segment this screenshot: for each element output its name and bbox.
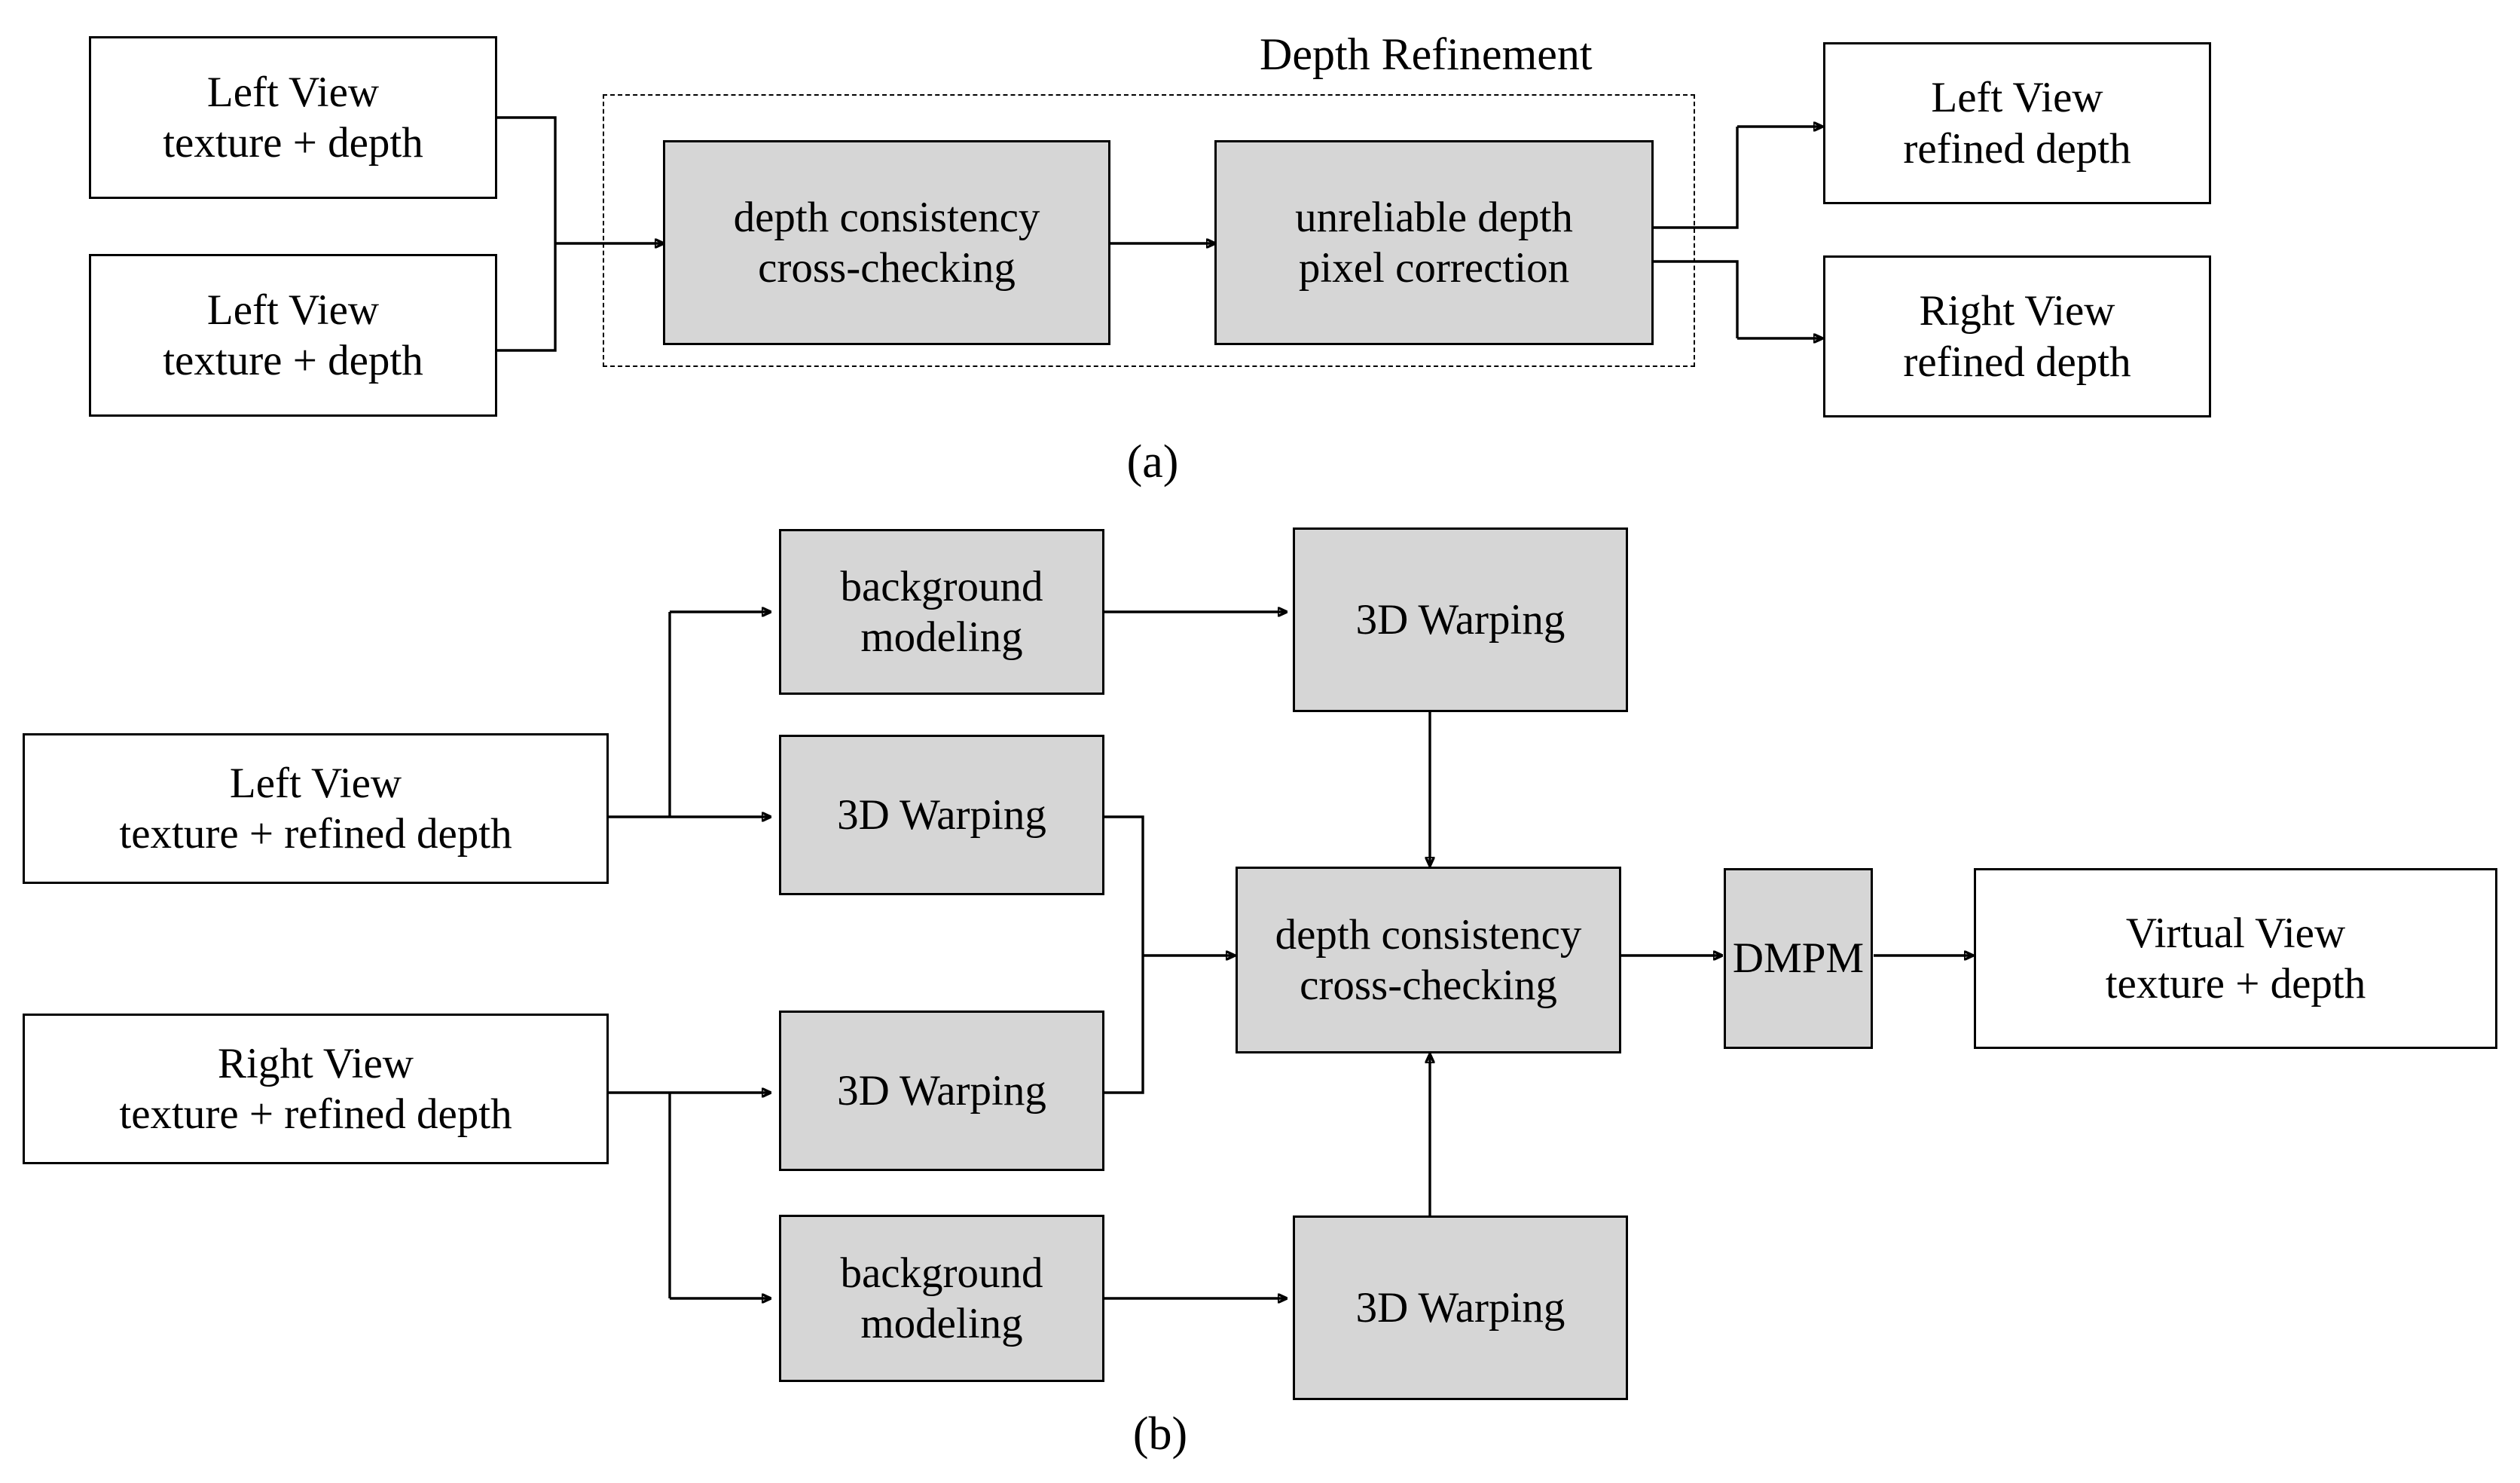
panel-b-output-1-line-1: Virtual View [2125, 909, 2346, 957]
depth-refinement-group-label: Depth Refinement [1260, 29, 1593, 79]
panel-a-process-depth-consistency-cross-checking: depth consistency cross-checking [663, 140, 1110, 345]
panel-a-output-right-view-refined-depth: Right View refined depth [1823, 255, 2211, 417]
panel-b-process-1-line-1: background [840, 562, 1043, 610]
panel-a-input-left-view-1: Left View texture + depth [89, 36, 497, 199]
panel-b-process-3d-warping-top-right: 3D Warping [1293, 527, 1628, 712]
panel-b-process-dmpm: DMPM [1724, 868, 1873, 1049]
panel-b-caption: (b) [1132, 1408, 1188, 1460]
panel-b-process-3d-warping-upper-left: 3D Warping [779, 735, 1104, 895]
panel-b-process-7-line-2: cross-checking [1300, 962, 1557, 1009]
panel-b-output-virtual-view: Virtual View texture + depth [1974, 868, 2497, 1049]
panel-b-input-2-line-1: Right View [218, 1039, 414, 1087]
panel-a-caption: (a) [1126, 436, 1179, 488]
wire-b-warpmid-top-to-merge [1104, 815, 1144, 956]
panel-b-process-7-line-1: depth consistency [1275, 910, 1582, 959]
panel-a-input-1-line-1: Left View [206, 68, 380, 116]
panel-a-process-unreliable-depth-pixel-correction: unreliable depth pixel correction [1214, 140, 1654, 345]
panel-b-process-2-line-1: 3D Warping [837, 790, 1046, 839]
panel-a-output-2-line-1: Right View [1919, 287, 2115, 335]
panel-b-input-1-line-1: Left View [229, 759, 402, 807]
depth-refinement-group-box [603, 94, 1695, 367]
wire-a-input2-to-merge [497, 243, 557, 352]
panel-b-process-background-modeling-bottom: background modeling [779, 1215, 1104, 1382]
panel-a-process-2-line-1: unreliable depth [1295, 193, 1573, 241]
panel-b-input-right-view: Right View texture + refined depth [23, 1014, 609, 1164]
panel-a-output-left-view-refined-depth: Left View refined depth [1823, 42, 2211, 204]
panel-a-output-2-line-2: refined depth [1903, 338, 2131, 386]
panel-a-input-1-line-2: texture + depth [163, 119, 423, 167]
panel-b-input-2-line-2: texture + refined depth [119, 1090, 512, 1138]
panel-a-process-1-line-1: depth consistency [733, 193, 1040, 241]
panel-a-output-1-line-2: refined depth [1903, 124, 2131, 173]
panel-a-process-2-line-2: pixel correction [1298, 244, 1570, 292]
panel-b-process-3d-warping-lower-left: 3D Warping [779, 1011, 1104, 1171]
panel-b-process-5-line-1: 3D Warping [1355, 595, 1565, 644]
panel-b-process-4-line-1: background [840, 1249, 1043, 1297]
panel-b-process-6-line-1: 3D Warping [1355, 1283, 1565, 1332]
panel-a-input-2-line-2: texture + depth [163, 337, 423, 384]
panel-b-process-background-modeling-top: background modeling [779, 529, 1104, 695]
panel-b-input-left-view: Left View texture + refined depth [23, 733, 609, 884]
panel-a-input-2-line-1: Left View [206, 286, 380, 334]
panel-b-output-1-line-2: texture + depth [2105, 960, 2366, 1008]
panel-a-input-left-view-2: Left View texture + depth [89, 254, 497, 417]
panel-b-process-depth-consistency-cross-checking: depth consistency cross-checking [1236, 867, 1621, 1053]
panel-b-process-1-line-2: modeling [860, 613, 1023, 661]
panel-a-output-1-line-1: Left View [1931, 74, 2103, 122]
panel-b-process-3-line-1: 3D Warping [837, 1066, 1046, 1115]
panel-b-process-8-line-1: DMPM [1732, 934, 1865, 983]
wire-b-warpmid-bottom-to-merge [1104, 956, 1144, 1094]
panel-b-input-1-line-2: texture + refined depth [119, 810, 512, 858]
panel-a-process-1-line-2: cross-checking [758, 244, 1016, 292]
wire-a-input1-to-merge [497, 116, 557, 243]
panel-b-process-3d-warping-bottom-right: 3D Warping [1293, 1215, 1628, 1400]
panel-b-process-4-line-2: modeling [860, 1300, 1023, 1347]
